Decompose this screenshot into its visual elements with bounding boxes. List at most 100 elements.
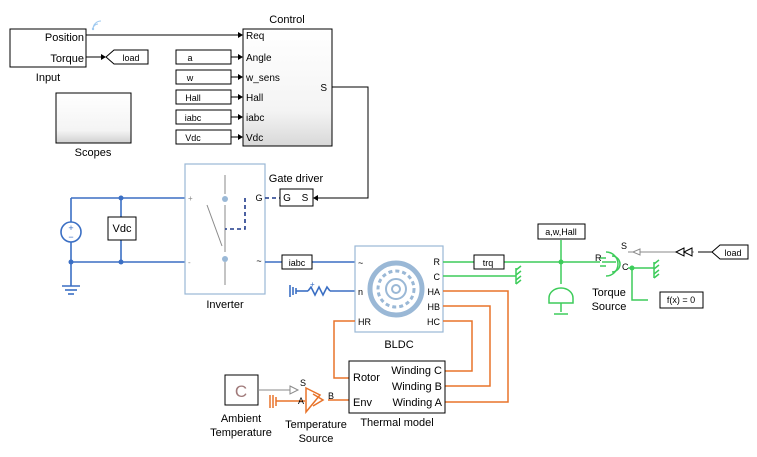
goto-tag-load[interactable]: load (105, 49, 149, 65)
bldc-port-hr: HR (358, 317, 371, 327)
gate-driver-title: Gate driver (269, 173, 324, 185)
svg-text:a,w,Hall: a,w,Hall (545, 227, 577, 237)
svg-text:+: + (188, 194, 193, 203)
tag-text: load (122, 53, 139, 63)
dc-voltage-source[interactable]: + − (60, 221, 82, 243)
torque-source-block[interactable]: R C S Torque Source (592, 241, 629, 313)
temp-source-label-1: Temperature (285, 419, 347, 431)
torque-source-port-s: S (621, 241, 627, 251)
control-title: Control (269, 14, 304, 26)
temp-source-port-b: B (328, 391, 334, 401)
vdc-sensor-block[interactable]: Vdc (107, 216, 137, 241)
trq-sensor-tag[interactable]: trq (473, 254, 505, 270)
input-port-torque: Torque (50, 53, 84, 65)
svg-text:a: a (187, 53, 192, 63)
scopes-label: Scopes (75, 147, 112, 159)
bldc-port-c: C (434, 272, 441, 282)
thermal-port-winding-c: Winding C (391, 365, 442, 377)
inverter-block[interactable]: + - G ~ Inverter (184, 163, 266, 311)
control-port-s: S (320, 83, 327, 94)
thermal-port-winding-b: Winding B (392, 381, 442, 393)
bldc-motor-block[interactable]: ~ n HR R C HA HB HC BLDC (354, 245, 444, 351)
arrowhead (313, 195, 318, 201)
gate-driver-block[interactable]: Gate driver G S (269, 173, 324, 207)
arrowhead (101, 54, 106, 60)
svg-text:iabc: iabc (185, 113, 202, 123)
gate-driver-port-s: S (302, 193, 309, 204)
arrowhead (238, 32, 243, 38)
thermal-reference-icon (269, 395, 305, 408)
from-tag-hall[interactable]: Hall (175, 89, 232, 105)
control-port-wsens: w_sens (245, 73, 280, 84)
torque-source-port-r: R (595, 253, 602, 263)
inverter-label: Inverter (206, 299, 244, 311)
control-subsystem[interactable]: Control Req Angle w_sens Hall iabc Vdc S (242, 14, 333, 147)
bldc-port-tilde: ~ (358, 258, 363, 268)
neutral-ground-resistor: + (289, 280, 355, 297)
bldc-label: BLDC (384, 339, 413, 351)
from-tag-iabc[interactable]: iabc (175, 109, 232, 125)
bldc-port-r: R (434, 257, 441, 267)
input-port-position: Position (45, 32, 84, 44)
signal-log-icon (91, 20, 102, 31)
gate-signal-internal (225, 198, 246, 230)
vdc-sensor-label: Vdc (113, 223, 132, 235)
constant-glyph: C (235, 382, 247, 401)
load-input-path (628, 247, 694, 257)
thermal-wiring (328, 290, 509, 403)
ambient-label-1: Ambient (221, 413, 261, 425)
motor-stator-icon (367, 260, 425, 318)
control-port-iabc: iabc (246, 113, 264, 124)
thermal-model-label: Thermal model (360, 417, 433, 429)
svg-text:f(x) = 0: f(x) = 0 (667, 295, 695, 305)
temp-source-port-a: A (298, 396, 304, 406)
control-port-hall: Hall (246, 93, 263, 104)
inertia-block[interactable] (548, 287, 574, 315)
temp-source-label-2: Source (299, 433, 334, 445)
svg-text:w: w (186, 73, 194, 83)
bldc-port-hc: HC (427, 317, 440, 327)
from-tag-a[interactable]: a (175, 49, 232, 65)
thermal-port-env: Env (353, 397, 372, 409)
from-tag-w[interactable]: w (175, 69, 232, 85)
svg-text:Hall: Hall (185, 93, 201, 103)
current-sensor-tag-iabc[interactable]: iabc (281, 254, 313, 270)
svg-text:iabc: iabc (289, 258, 306, 268)
awhall-sensor-tag[interactable]: a,w,Hall (537, 223, 586, 240)
ps-converter-icon (289, 385, 300, 395)
temperature-source-block[interactable]: S A B Temperature Source (285, 378, 347, 445)
bldc-port-ha: HA (427, 287, 440, 297)
from-tag-vdc[interactable]: Vdc (175, 129, 232, 145)
svg-text:load: load (724, 248, 741, 258)
thermal-port-rotor: Rotor (353, 372, 380, 384)
control-port-vdc: Vdc (246, 133, 263, 144)
dc-bus-wiring (68, 195, 185, 286)
control-to-gate-line (317, 86, 369, 199)
gate-driver-port-g: G (283, 193, 291, 204)
plus-sign-icon: + (68, 223, 73, 233)
from-tag-connectors (231, 54, 243, 140)
ambient-temperature-block[interactable]: C Ambient Temperature (210, 374, 272, 439)
input-block-label: Input (36, 72, 60, 84)
mechanical-wiring (443, 240, 650, 301)
from-tag-load[interactable]: load (711, 244, 749, 260)
control-port-angle: Angle (246, 53, 272, 64)
scopes-subsystem[interactable]: Scopes (55, 92, 132, 159)
input-block[interactable]: Position Torque Input (9, 28, 87, 84)
svg-text:Vdc: Vdc (185, 133, 201, 143)
bldc-port-hb: HB (427, 302, 440, 312)
inverter-port-g: G (255, 193, 262, 203)
mechanical-reference-icon (650, 259, 660, 279)
temp-source-port-s: S (300, 378, 306, 388)
electrical-ground-icon (62, 285, 80, 295)
thermal-model-block[interactable]: Rotor Env Winding C Winding B Winding A … (348, 360, 446, 429)
svg-text:trq: trq (483, 258, 494, 268)
solver-config-block[interactable]: f(x) = 0 (659, 291, 704, 309)
svg-text:+: + (310, 280, 315, 289)
bldc-port-n: n (358, 287, 363, 297)
mechanical-reference-icon (515, 265, 522, 285)
minus-sign-icon: − (68, 232, 73, 242)
ambient-label-2: Temperature (210, 427, 272, 439)
